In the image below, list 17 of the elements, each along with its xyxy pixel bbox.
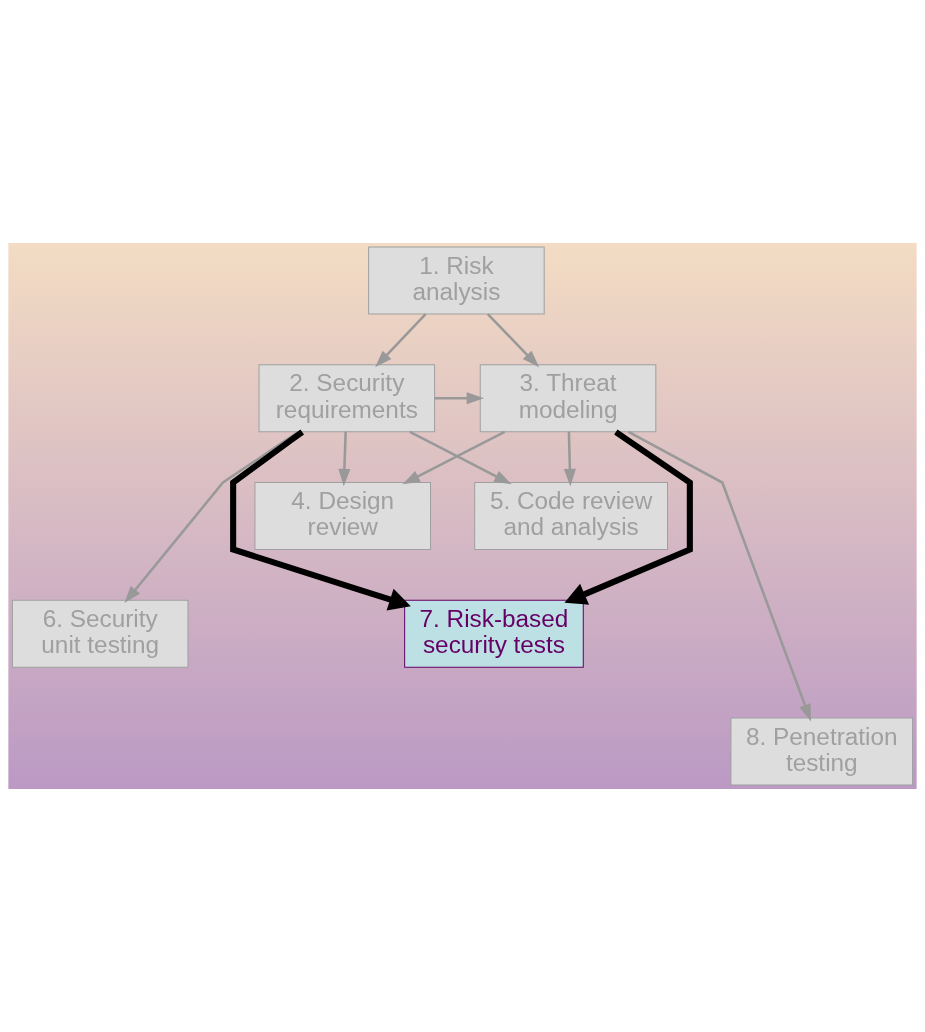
node-box: 5. Code review and analysis (474, 482, 668, 550)
arrow (338, 431, 351, 487)
node-box: 3. Threat modeling (479, 364, 657, 433)
arrow (434, 392, 484, 405)
arrow (564, 429, 693, 605)
node-box: 6. Security unit testing (11, 599, 189, 668)
arrow (230, 429, 411, 611)
arrow (486, 313, 540, 368)
node-box: 7. Risk-based security tests (404, 599, 584, 668)
node-box: 1. Risk analysis (368, 246, 545, 315)
arrow (375, 313, 427, 368)
arrow (627, 430, 811, 722)
arrow (563, 431, 576, 487)
node-box: 8. Penetration testing (730, 717, 914, 786)
arrow (124, 430, 299, 604)
node-box: 4. Design review (254, 482, 432, 550)
node-box: 2. Security requirements (258, 364, 436, 433)
